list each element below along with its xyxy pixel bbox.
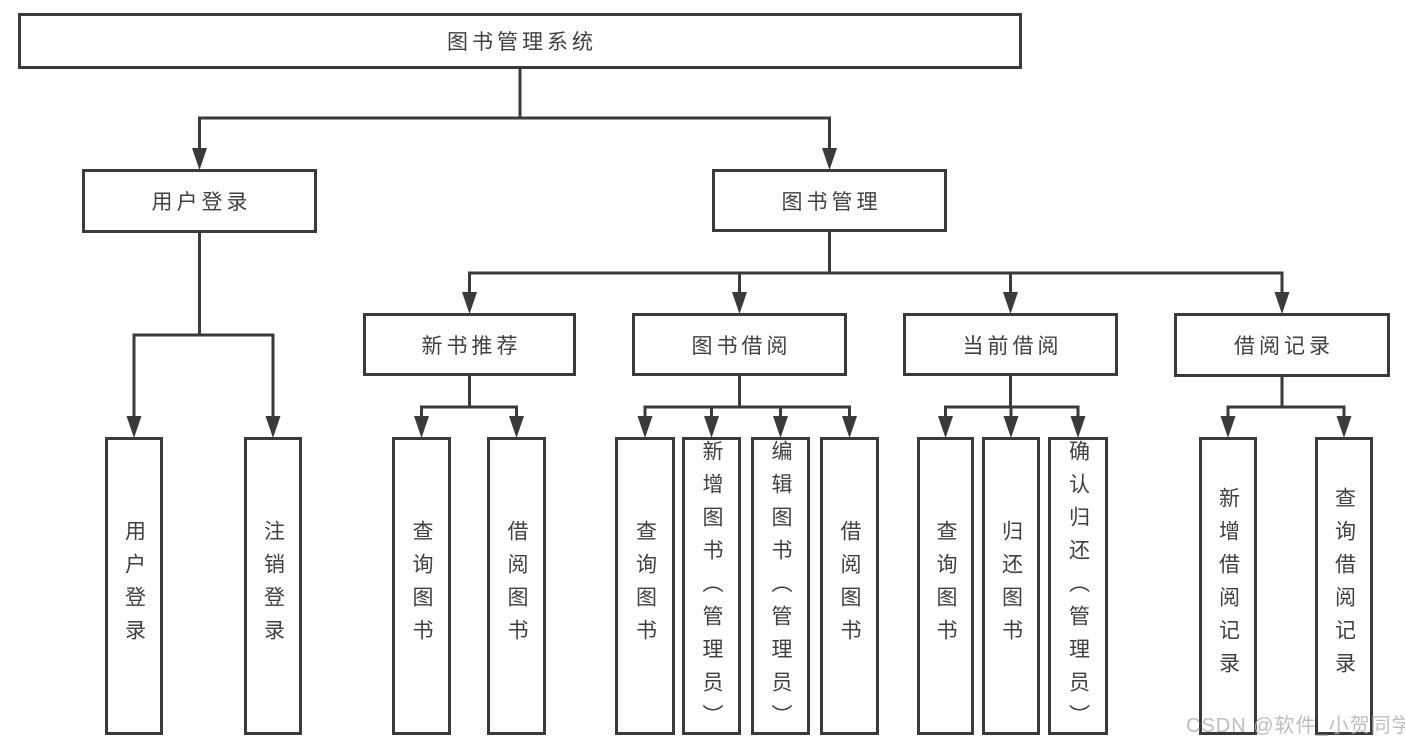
node-br-add: 新增借阅记录 bbox=[1199, 437, 1257, 735]
node-label-nr-borrow: 借阅图书 bbox=[505, 520, 528, 652]
node-label-borrow-records: 借阅记录 bbox=[1234, 335, 1334, 358]
arrowhead-icon bbox=[509, 416, 524, 438]
node-label-root: 图书管理系统 bbox=[447, 31, 597, 54]
arrowhead-icon bbox=[1070, 416, 1086, 438]
arrowhead-icon bbox=[773, 416, 788, 438]
node-label-bm-borrow: 借阅图书 bbox=[838, 520, 861, 652]
node-label-logout: 注销登录 bbox=[261, 520, 285, 652]
node-borrow-records: 借阅记录 bbox=[1174, 313, 1390, 377]
node-bm-edit: 编辑图书（管理员） bbox=[751, 437, 810, 737]
node-label-bm-edit: 编辑图书（管理员） bbox=[769, 440, 792, 737]
node-new-rec: 新书推荐 bbox=[363, 313, 576, 376]
arrowhead-icon bbox=[822, 148, 837, 170]
arrowhead-icon bbox=[126, 416, 142, 438]
arrowhead-icon bbox=[938, 416, 953, 438]
node-label-br-query: 查询借阅记录 bbox=[1332, 487, 1356, 685]
node-borrow-mgmt: 图书借阅 bbox=[632, 313, 847, 376]
node-label-login: 用户登录 bbox=[122, 520, 146, 652]
arrowhead-icon bbox=[1220, 416, 1236, 438]
node-nr-borrow: 借阅图书 bbox=[487, 437, 546, 735]
node-current-borrow: 当前借阅 bbox=[903, 313, 1118, 376]
arrowhead-icon bbox=[1274, 292, 1290, 314]
node-br-query: 查询借阅记录 bbox=[1315, 437, 1373, 735]
node-label-current-borrow: 当前借阅 bbox=[962, 334, 1063, 358]
node-root: 图书管理系统 bbox=[18, 13, 1022, 69]
node-label-new-rec: 新书推荐 bbox=[421, 334, 522, 358]
csdn-watermark: CSDN @软件_小贺同学 bbox=[1186, 715, 1405, 737]
arrowhead-icon bbox=[1003, 292, 1018, 314]
node-label-br-add: 新增借阅记录 bbox=[1216, 487, 1240, 685]
arrowhead-icon bbox=[704, 416, 719, 438]
node-label-book-mgmt: 图书管理 bbox=[781, 190, 882, 214]
node-cb-confirm: 确认归还（管理员） bbox=[1048, 437, 1108, 737]
node-book-mgmt: 图书管理 bbox=[712, 169, 947, 232]
node-label-bm-add: 新增图书（管理员） bbox=[700, 440, 723, 737]
node-nr-query: 查询图书 bbox=[392, 437, 451, 735]
arrowhead-icon bbox=[462, 292, 477, 314]
arrowhead-icon bbox=[842, 416, 857, 438]
node-cb-return: 归还图书 bbox=[982, 437, 1040, 735]
arrowhead-icon bbox=[1336, 416, 1352, 438]
node-label-bm-query: 查询图书 bbox=[633, 520, 657, 652]
node-logout: 注销登录 bbox=[244, 437, 302, 735]
node-bm-add: 新增图书（管理员） bbox=[682, 437, 741, 737]
arrowhead-icon bbox=[265, 416, 281, 438]
arrowhead-icon bbox=[414, 416, 429, 438]
arrowhead-icon bbox=[192, 148, 207, 170]
node-label-nr-query: 查询图书 bbox=[410, 520, 433, 652]
node-bm-borrow: 借阅图书 bbox=[820, 437, 879, 735]
node-login: 用户登录 bbox=[105, 437, 163, 735]
node-label-cb-confirm: 确认归还（管理员） bbox=[1066, 440, 1090, 737]
node-label-cb-return: 归还图书 bbox=[999, 520, 1023, 652]
node-user-login: 用户登录 bbox=[82, 169, 317, 233]
arrowhead-icon bbox=[637, 416, 653, 438]
node-label-user-login: 用户登录 bbox=[151, 191, 252, 214]
arrowhead-icon bbox=[1003, 416, 1019, 438]
node-bm-query: 查询图书 bbox=[615, 437, 675, 735]
node-label-cb-query: 查询图书 bbox=[934, 520, 957, 652]
arrowhead-icon bbox=[732, 292, 747, 314]
node-cb-query: 查询图书 bbox=[917, 437, 974, 735]
node-label-borrow-mgmt: 图书借阅 bbox=[691, 334, 792, 358]
